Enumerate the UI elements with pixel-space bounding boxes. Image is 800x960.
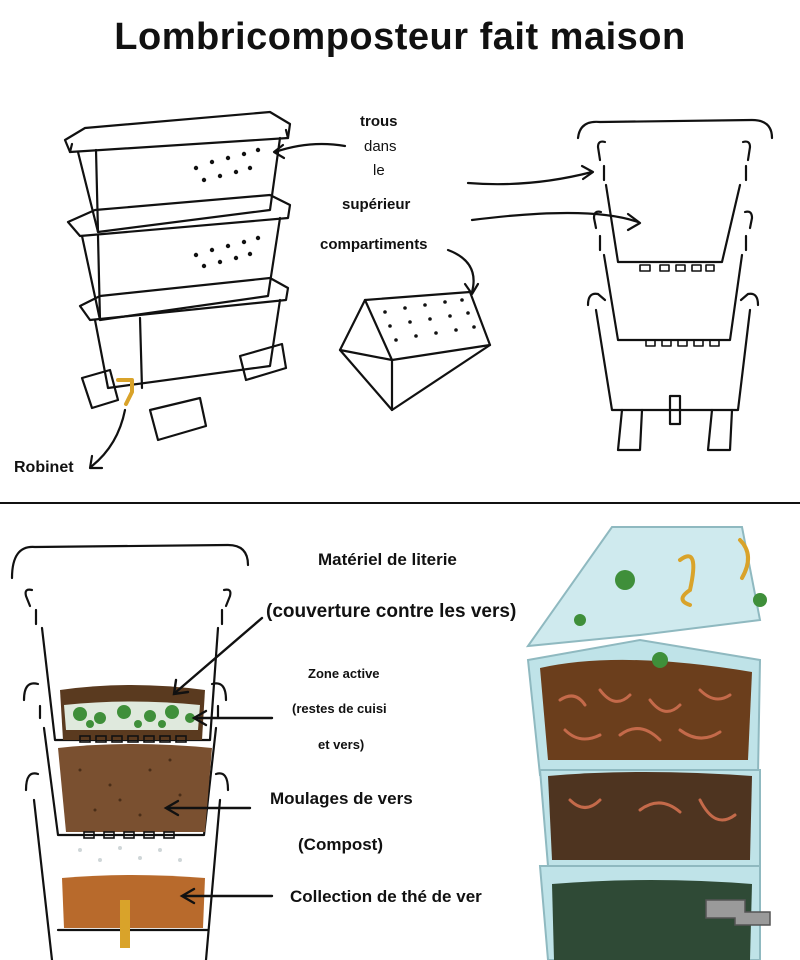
label-bedding: Matériel de literie — [318, 550, 457, 569]
label-holes-5: compartiments — [320, 236, 428, 253]
label-holes-1: trous — [360, 113, 398, 130]
label-holes-2: dans — [364, 138, 397, 155]
label-active-zone-sub1: (restes de cuisi — [292, 701, 387, 716]
illustrated-layered-bin — [525, 526, 771, 960]
label-holes-3: le — [373, 162, 385, 179]
perforated-tray-illustration — [338, 290, 492, 412]
label-tap: Robinet — [14, 459, 74, 476]
layer-cross-section — [10, 543, 250, 960]
label-holes-4: supérieur — [342, 196, 411, 213]
page-title: Lombricomposteur fait maison — [114, 16, 686, 58]
label-castings-sub: (Compost) — [298, 835, 383, 854]
label-castings: Moulages de vers — [270, 789, 413, 808]
label-active-zone-sub2: et vers) — [318, 737, 365, 752]
stacked-bin-illustration — [63, 110, 292, 442]
label-bedding-sub: (couverture contre les vers) — [266, 601, 517, 622]
label-tea: Collection de thé de ver — [290, 887, 482, 906]
section-divider — [0, 502, 800, 504]
cross-section-top — [576, 118, 774, 452]
label-active-zone: Zone active — [308, 666, 380, 681]
